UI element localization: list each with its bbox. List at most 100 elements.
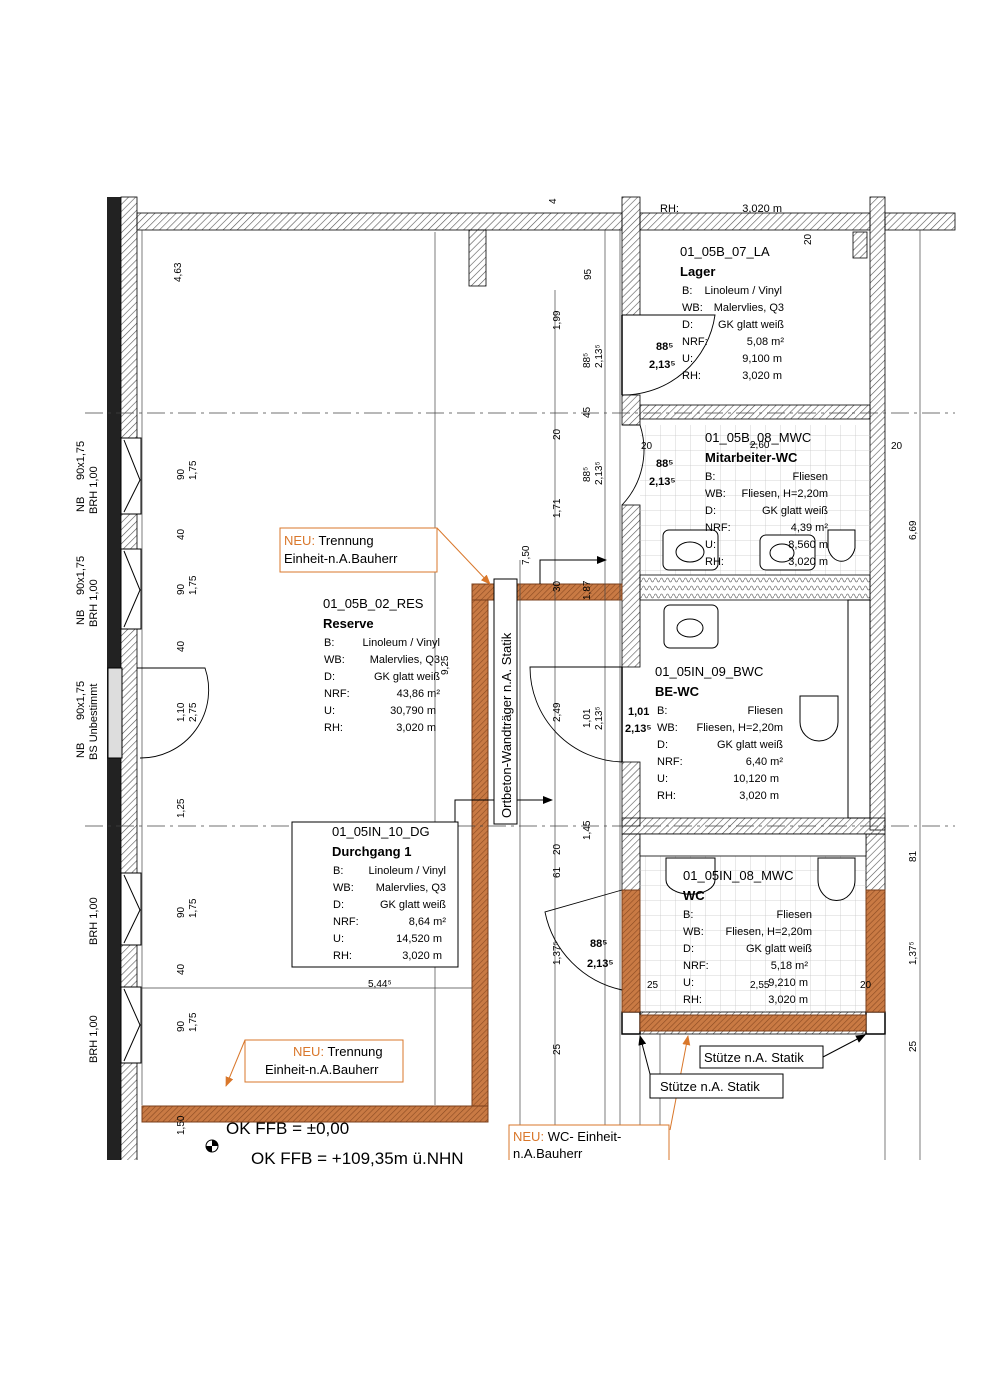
svg-text:1,71: 1,71 [552, 498, 563, 518]
svg-text:Malervlies, Q3: Malervlies, Q3 [370, 654, 440, 666]
svg-text:1,75: 1,75 [188, 898, 199, 918]
svg-text:90: 90 [176, 1020, 187, 1032]
svg-text:5,44⁵: 5,44⁵ [368, 979, 392, 990]
level-ok-ffb: OK FFB = ±0,00 [226, 1119, 349, 1138]
svg-text:45: 45 [582, 406, 593, 418]
svg-text:2,13⁵: 2,13⁵ [649, 476, 676, 488]
svg-text:88⁵: 88⁵ [590, 938, 607, 950]
svg-text:GK glatt weiß: GK glatt weiß [762, 505, 828, 517]
svg-text:2,13⁵: 2,13⁵ [625, 723, 652, 735]
svg-text:8,560 m: 8,560 m [788, 539, 828, 551]
svg-text:88⁵: 88⁵ [656, 458, 673, 470]
svg-text:25: 25 [908, 1040, 919, 1052]
svg-text:D:: D: [333, 899, 344, 911]
svg-text:90x1,75: 90x1,75 [75, 681, 87, 720]
annotation-wc-einheit: NEU: WC- Einheit- n.A.Bauherr [513, 1129, 621, 1161]
room-label-wc: 01_05IN_08_MWC WC B:Fliesen WB:Fliesen, … [683, 868, 812, 1006]
svg-text:1,10: 1,10 [176, 702, 187, 722]
dimension-labels: 4,63 95 1,99 88⁵ 2,13⁵ 45 20 88⁵ 2,13⁵ 1… [173, 198, 919, 1135]
svg-text:Linoleum / Vinyl: Linoleum / Vinyl [705, 285, 782, 297]
svg-text:B:: B: [683, 909, 693, 921]
svg-text:NEU: Trennung: NEU: Trennung [293, 1044, 383, 1059]
svg-text:RH:: RH: [682, 370, 701, 382]
svg-text:20: 20 [803, 233, 814, 245]
svg-text:NEU: WC- Einheit-: NEU: WC- Einheit- [513, 1129, 621, 1144]
svg-text:7,50: 7,50 [521, 545, 532, 565]
arrows [454, 556, 866, 1075]
svg-text:3,020 m: 3,020 m [402, 950, 442, 962]
left-window-labels: BRH 1,00 BRH 1,00 BS Unbestimmt BRH 1,00… [75, 441, 100, 1063]
svg-text:30: 30 [552, 580, 563, 592]
room-name: Durchgang 1 [332, 844, 411, 859]
svg-text:U:: U: [705, 539, 716, 551]
svg-text:20: 20 [641, 441, 653, 452]
label-boxes [244, 527, 824, 1163]
room-code: 01_05B_07_LA [680, 244, 770, 259]
svg-text:NEU: Trennung: NEU: Trennung [284, 533, 374, 548]
room-name: Lager [680, 264, 715, 279]
svg-text:D:: D: [705, 505, 716, 517]
level-ok-ffb-nhn: OK FFB = +109,35m ü.NHN [251, 1149, 464, 1168]
svg-text:4: 4 [548, 198, 559, 204]
svg-text:25: 25 [647, 980, 659, 991]
top-rh-label: RH: 3,020 m [660, 203, 782, 215]
svg-text:WB:: WB: [333, 882, 354, 894]
room-code: 01_05IN_10_DG [332, 824, 430, 839]
svg-text:61: 61 [552, 866, 563, 878]
svg-text:88⁵: 88⁵ [582, 467, 593, 482]
svg-text:Fliesen: Fliesen [777, 909, 812, 921]
svg-text:2,13⁵: 2,13⁵ [594, 344, 605, 368]
svg-text:20: 20 [552, 428, 563, 440]
svg-text:5,18 m²: 5,18 m² [771, 960, 809, 972]
svg-text:1,37⁵: 1,37⁵ [552, 941, 563, 965]
annotation-trennung-top: NEU: Trennung Einheit-n.A.Bauherr [284, 533, 398, 566]
svg-text:2,75: 2,75 [188, 702, 199, 722]
svg-text:NB: NB [75, 610, 87, 625]
room-label-lager: 01_05B_07_LA Lager B:Linoleum / Vinyl WB… [680, 244, 784, 382]
svg-text:40: 40 [176, 963, 187, 975]
svg-text:95: 95 [583, 268, 594, 280]
svg-text:1,50: 1,50 [176, 1115, 187, 1135]
room-label-bwc: 01_05IN_09_BWC BE-WC B:Fliesen WB:Fliese… [655, 664, 783, 802]
svg-text:2,60: 2,60 [750, 440, 770, 451]
svg-text:90: 90 [176, 906, 187, 918]
svg-text:40: 40 [176, 640, 187, 652]
svg-text:NRF:: NRF: [657, 756, 683, 768]
room-name: BE-WC [655, 684, 700, 699]
svg-text:3,020 m: 3,020 m [739, 790, 779, 802]
svg-text:2,55: 2,55 [750, 980, 770, 991]
svg-text:90: 90 [176, 583, 187, 595]
svg-text:1,37⁵: 1,37⁵ [908, 941, 919, 965]
svg-text:40: 40 [176, 528, 187, 540]
svg-text:3,020 m: 3,020 m [396, 722, 436, 734]
svg-text:D:: D: [657, 739, 668, 751]
room-name: Mitarbeiter-WC [705, 450, 798, 465]
svg-text:3,020 m: 3,020 m [768, 994, 808, 1006]
svg-text:BRH 1,00: BRH 1,00 [88, 1015, 100, 1063]
svg-text:Malervlies, Q3: Malervlies, Q3 [714, 302, 784, 314]
svg-text:14,520 m: 14,520 m [396, 933, 442, 945]
room-label-reserve: 01_05B_02_RES Reserve B:Linoleum / Vinyl… [323, 596, 440, 734]
room-name: WC [683, 888, 705, 903]
svg-text:2,13⁵: 2,13⁵ [594, 706, 605, 730]
svg-text:NRF:: NRF: [683, 960, 709, 972]
svg-text:U:: U: [683, 977, 694, 989]
svg-text:9,100 m: 9,100 m [742, 353, 782, 365]
svg-text:9,25: 9,25 [440, 655, 451, 675]
svg-text:1,99: 1,99 [552, 310, 563, 330]
svg-text:n.A.Bauherr: n.A.Bauherr [513, 1146, 583, 1161]
svg-text:9,210 m: 9,210 m [768, 977, 808, 989]
svg-text:Fliesen: Fliesen [793, 471, 828, 483]
svg-text:Linoleum / Vinyl: Linoleum / Vinyl [369, 865, 446, 877]
svg-text:B:: B: [682, 285, 692, 297]
svg-text:90: 90 [176, 468, 187, 480]
svg-text:Linoleum / Vinyl: Linoleum / Vinyl [363, 637, 440, 649]
room-label-durchgang: 01_05IN_10_DG Durchgang 1 B: Linoleum / V… [332, 824, 446, 962]
svg-text:30,790 m: 30,790 m [390, 705, 436, 717]
sanitary-fixtures [662, 529, 856, 902]
svg-text:1,75: 1,75 [188, 1012, 199, 1032]
svg-text:B:: B: [333, 865, 343, 877]
svg-text:D:: D: [683, 943, 694, 955]
svg-text:1,75: 1,75 [188, 575, 199, 595]
